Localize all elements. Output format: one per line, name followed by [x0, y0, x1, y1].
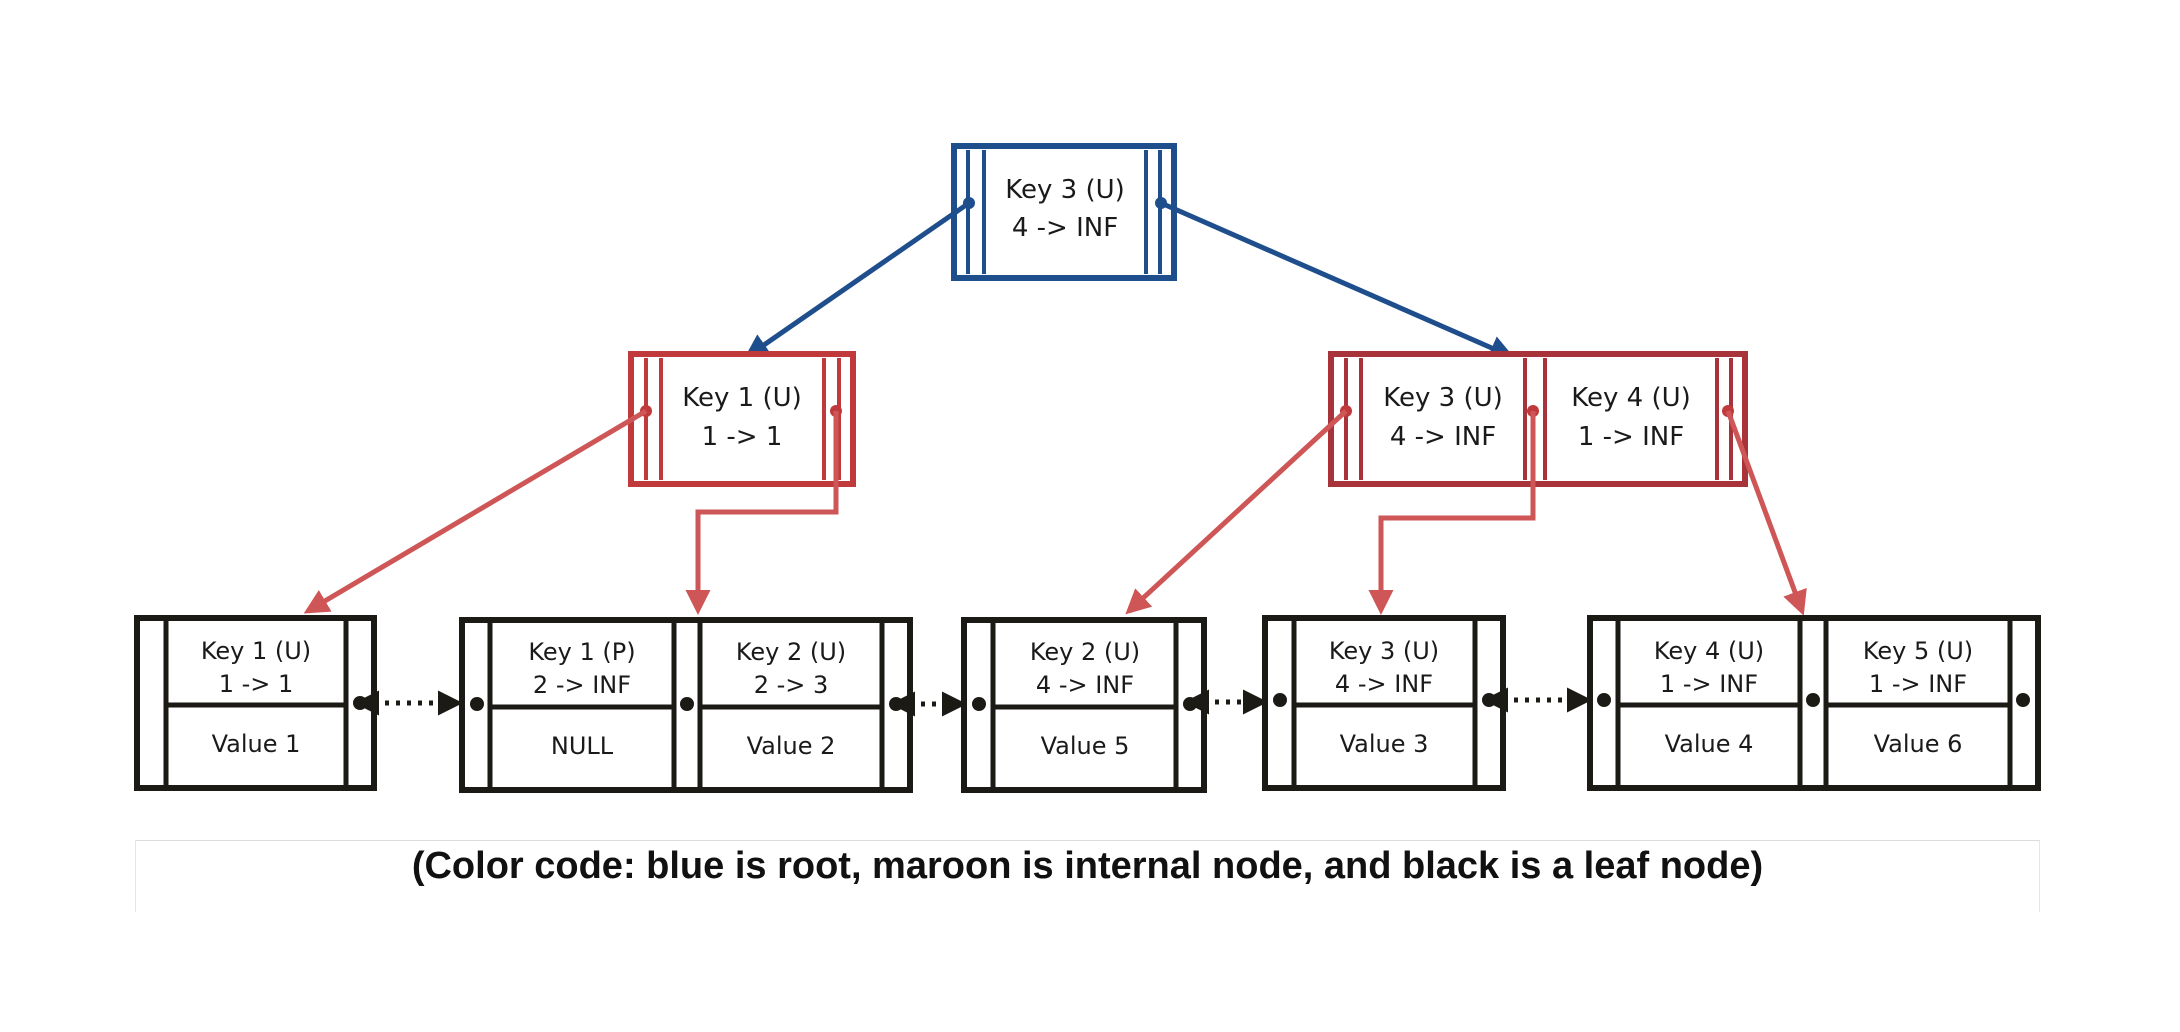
caption-box: (Color code: blue is root, maroon is int…: [135, 840, 2040, 912]
leaf-1-next-pointer: [353, 696, 367, 710]
leaf-1-value: Value 1: [212, 730, 301, 758]
internal-right-key-1: Key 3 (U): [1383, 383, 1503, 413]
internal-right-arrow-1: [1125, 409, 1348, 615]
leaf-5-prev-pointer: [1597, 693, 1611, 707]
leaf-node-1: Key 1 (U) 1 -> 1 Value 1: [134, 615, 377, 791]
leaf-1-range: 1 -> 1: [219, 670, 294, 698]
leaf-5-key-1: Key 4 (U): [1654, 637, 1764, 665]
leaf-5-next-pointer: [2016, 693, 2030, 707]
internal-left-key: Key 1 (U): [682, 383, 802, 413]
leaf-5-key-2: Key 5 (U): [1863, 637, 1973, 665]
internal-left-arrow-2: [685, 411, 839, 615]
leaf-5-value-1: Value 4: [1665, 730, 1754, 758]
leaf-5-range-2: 1 -> INF: [1869, 670, 1967, 698]
leaf-5-value-2: Value 6: [1874, 730, 1963, 758]
root-right-arrow: [1159, 200, 1515, 360]
leaf-4-range: 4 -> INF: [1335, 670, 1433, 698]
color-code-caption: (Color code: blue is root, maroon is int…: [411, 845, 1764, 887]
internal-right-range-1: 4 -> INF: [1390, 422, 1496, 452]
leaf-5-mid-pointer: [1806, 693, 1820, 707]
leaf-4-value: Value 3: [1340, 730, 1429, 758]
root-range: 4 -> INF: [1012, 213, 1118, 243]
leaf-2-key-2: Key 2 (U): [736, 638, 846, 666]
leaf-2-value-1: NULL: [551, 732, 614, 760]
internal-node-left: Key 1 (U) 1 -> 1: [628, 351, 856, 487]
leaf-node-4: Key 3 (U) 4 -> INF Value 3: [1262, 615, 1506, 791]
leaf-4-key: Key 3 (U): [1329, 637, 1439, 665]
leaf-2-key-1: Key 1 (P): [528, 638, 635, 666]
leaf-3-next-pointer: [1183, 697, 1197, 711]
leaf-2-prev-pointer: [470, 697, 484, 711]
leaf-node-3: Key 2 (U) 4 -> INF Value 5: [961, 617, 1207, 793]
internal-right-key-2: Key 4 (U): [1571, 383, 1691, 413]
leaf-3-value: Value 5: [1041, 732, 1130, 760]
leaf-2-value-2: Value 2: [747, 732, 836, 760]
root-left-arrow: [743, 200, 971, 359]
leaf-node-2: Key 1 (P) 2 -> INF NULL Key 2 (U) 2 -> 3…: [459, 617, 913, 793]
root-key: Key 3 (U): [1005, 175, 1125, 205]
leaf-2-mid-pointer: [680, 697, 694, 711]
leaf-5-range-1: 1 -> INF: [1660, 670, 1758, 698]
leaf-node-5: Key 4 (U) 1 -> INF Value 4 Key 5 (U) 1 -…: [1587, 615, 2041, 791]
leaf-4-next-pointer: [1482, 693, 1496, 707]
leaf-2-next-pointer: [889, 697, 903, 711]
root-node: Key 3 (U) 4 -> INF: [951, 143, 1177, 281]
leaf-3-range: 4 -> INF: [1036, 671, 1134, 699]
internal-left-arrow-1: [303, 408, 648, 614]
internal-right-range-2: 1 -> INF: [1578, 422, 1684, 452]
leaf-1-key: Key 1 (U): [201, 637, 311, 665]
leaf-2-range-2: 2 -> 3: [754, 671, 829, 699]
internal-right-arrow-2: [1368, 411, 1536, 615]
leaf-3-key: Key 2 (U): [1030, 638, 1140, 666]
leaf-2-range-1: 2 -> INF: [533, 671, 631, 699]
internal-node-right: Key 3 (U) 4 -> INF Key 4 (U) 1 -> INF: [1328, 351, 1748, 487]
leaf-3-prev-pointer: [972, 697, 986, 711]
internal-left-range: 1 -> 1: [702, 422, 783, 452]
leaf-4-prev-pointer: [1273, 693, 1287, 707]
internal-right-arrow-3: [1725, 410, 1807, 616]
